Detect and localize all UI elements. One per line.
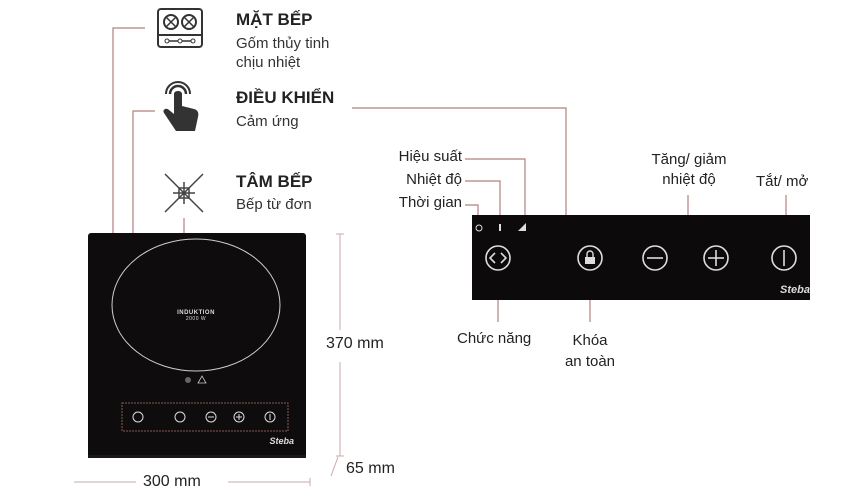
zone-power-text: 2000 W xyxy=(185,316,207,322)
cooktop-icon xyxy=(157,8,203,53)
depth-dimension: 65 mm xyxy=(346,460,395,477)
function-label: Chức năng xyxy=(457,330,532,347)
feature-desc: chịu nhiệt xyxy=(236,54,301,71)
feature-desc: Cảm ứng xyxy=(236,113,299,130)
zone-label-text: INDUKTION xyxy=(177,310,215,316)
feature-desc: Bếp từ đơn xyxy=(236,196,312,213)
temp-adjust-label-line: nhiệt độ xyxy=(662,171,716,188)
height-dimension: 370 mm xyxy=(326,335,384,352)
lock-label: Khóa an toàn xyxy=(555,330,625,372)
burner-zone-icon xyxy=(163,172,205,219)
indicator-temperature-label: Nhiệt độ xyxy=(406,171,462,188)
zone-label: INDUKTION 2000 W xyxy=(168,310,224,322)
cooktop-graphics xyxy=(88,238,306,458)
function-button[interactable] xyxy=(470,243,526,273)
induction-cooktop: INDUKTION 2000 W Steba xyxy=(88,233,306,458)
power-label: Tắt/ mở xyxy=(756,173,809,190)
temp-adjust-label-line: Tăng/ giảm xyxy=(651,151,727,168)
control-panel-closeup: Steba xyxy=(472,215,810,300)
feature-title: TÂM BẾP xyxy=(236,172,313,191)
feature-title: MẶT BẾP xyxy=(236,10,313,29)
panel-brand-logo: Steba xyxy=(780,284,810,296)
increase-button[interactable] xyxy=(701,243,731,273)
cooktop-brand-logo: Steba xyxy=(269,436,294,446)
decrease-button[interactable] xyxy=(640,243,670,273)
feature-title: ĐIỀU KHIỂN xyxy=(236,88,335,107)
indicator-power-label: Hiệu suất xyxy=(398,148,462,165)
lock-button[interactable] xyxy=(575,243,605,273)
lock-label-line: Khóa xyxy=(572,332,608,349)
indicator-timer-label: Thời gian xyxy=(398,194,462,211)
power-button[interactable] xyxy=(769,243,799,273)
temp-adjust-label: Tăng/ giảm nhiệt độ xyxy=(644,150,734,190)
lock-label-line: an toàn xyxy=(564,353,616,370)
touch-hand-icon xyxy=(160,80,202,139)
panel-controls xyxy=(475,223,797,271)
feature-desc: Gốm thủy tinh xyxy=(236,35,330,52)
width-dimension: 300 mm xyxy=(143,473,201,490)
